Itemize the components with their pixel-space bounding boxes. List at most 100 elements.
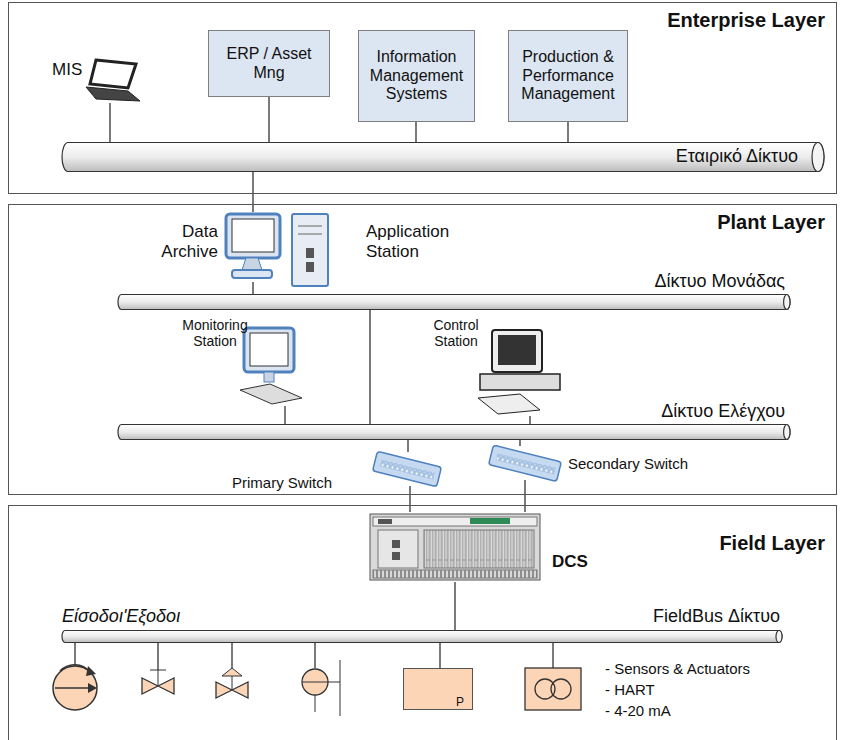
computer-icon bbox=[480, 374, 560, 390]
field-wires bbox=[552, 643, 553, 668]
monitor-icon bbox=[226, 214, 280, 258]
control-valve-symbol bbox=[232, 676, 233, 690]
node-label: Monitoring Station bbox=[172, 317, 258, 349]
network-link bbox=[369, 310, 370, 424]
network-link bbox=[529, 416, 530, 424]
server-icon bbox=[298, 226, 322, 227]
bus-pipe bbox=[776, 631, 782, 643]
dcs-rack bbox=[392, 540, 400, 548]
computer-icon bbox=[492, 330, 542, 372]
monitor-icon bbox=[240, 328, 302, 404]
io-label: Είσοδοι'Εξοδοι bbox=[62, 606, 180, 627]
network-switch: Secondary Switch bbox=[488, 446, 564, 480]
bus-pipe bbox=[118, 295, 790, 310]
computer-icon bbox=[478, 394, 540, 414]
network-link bbox=[407, 440, 408, 452]
field-wires bbox=[74, 643, 75, 666]
network-link bbox=[268, 97, 269, 142]
system-box: Production & Performance Management bbox=[508, 30, 628, 122]
transmitter-symbol bbox=[535, 679, 555, 699]
valve-symbol bbox=[150, 670, 166, 671]
monitor-icon bbox=[232, 219, 274, 252]
laptop-icon bbox=[86, 87, 140, 101]
dcs-rack bbox=[370, 514, 540, 580]
laptop-icon bbox=[86, 60, 140, 101]
bus-pipe bbox=[118, 294, 790, 310]
node-label: Data Archive bbox=[146, 222, 218, 261]
node-label: Control Station bbox=[420, 317, 492, 349]
pump-symbol bbox=[88, 683, 97, 693]
control-valve-symbol bbox=[222, 668, 242, 676]
network-switch bbox=[496, 453, 556, 474]
monitor-icon bbox=[242, 258, 262, 270]
bus-pipe bbox=[784, 295, 790, 310]
workstation-icon: Data Archive bbox=[224, 212, 284, 282]
field-wires bbox=[231, 643, 232, 668]
dcs-rack bbox=[378, 530, 418, 568]
node-label: Information Management Systems bbox=[363, 48, 470, 103]
server-icon bbox=[306, 262, 314, 272]
bus-pipe bbox=[62, 631, 782, 643]
field-wires bbox=[314, 643, 315, 668]
monitor-icon bbox=[226, 214, 280, 278]
layer-title: Plant Layer bbox=[601, 211, 825, 234]
dcs-rack bbox=[470, 518, 510, 524]
signal-note: - 4-20 mA bbox=[605, 702, 671, 719]
dcs-rack bbox=[373, 517, 537, 526]
monitor-icon bbox=[264, 372, 274, 382]
server-icon bbox=[292, 214, 328, 286]
network-switch bbox=[373, 451, 442, 486]
sensor-symbol bbox=[315, 695, 316, 712]
computer-icon bbox=[498, 335, 536, 365]
workstation-icon: Control Station bbox=[476, 328, 562, 416]
pump-symbol bbox=[86, 666, 96, 676]
pump-symbol bbox=[53, 666, 97, 710]
network-switch bbox=[489, 445, 562, 481]
sensor-symbol bbox=[302, 669, 328, 695]
control-valve-symbol bbox=[216, 668, 248, 698]
layer-title: Field Layer bbox=[601, 532, 825, 555]
bus-pipe bbox=[62, 630, 782, 643]
dcs-controller: DCS bbox=[370, 512, 540, 582]
server-icon: Application Station bbox=[290, 212, 330, 290]
monitor-icon bbox=[240, 384, 302, 404]
pump-symbol bbox=[53, 665, 97, 710]
valve-symbol bbox=[142, 670, 174, 694]
system-box: ERP / Asset Mng bbox=[208, 30, 330, 97]
layer-title: Enterprise Layer bbox=[601, 9, 825, 32]
monitor-icon bbox=[232, 270, 272, 278]
node-label: Δίκτυο Ελέγχου bbox=[540, 401, 785, 422]
node-label: DCS bbox=[552, 552, 612, 572]
transmitter-symbol bbox=[525, 668, 581, 710]
bus-pipe bbox=[118, 424, 790, 440]
layer-band: Plant LayerData ArchiveApplication Stati… bbox=[8, 204, 837, 495]
workstation-icon: MIS bbox=[85, 58, 141, 103]
transmitter-symbol bbox=[525, 668, 581, 710]
dcs-rack bbox=[392, 552, 400, 560]
valve-symbol bbox=[158, 670, 159, 686]
network-switch bbox=[489, 445, 562, 481]
dcs-rack bbox=[370, 514, 540, 580]
bus-pipe bbox=[784, 425, 790, 440]
node-label: Secondary Switch bbox=[568, 455, 708, 472]
field-wires bbox=[75, 643, 553, 670]
signal-note: - HART bbox=[605, 681, 655, 698]
network-bus: Δίκτυο Ελέγχου bbox=[118, 424, 790, 440]
node-label: ERP / Asset Mng bbox=[213, 45, 325, 82]
network-link bbox=[109, 103, 110, 142]
sensor-symbol bbox=[340, 660, 341, 716]
node-label: Application Station bbox=[366, 222, 466, 261]
bus-pipe bbox=[62, 143, 824, 172]
transmitter-symbol bbox=[551, 679, 571, 699]
laptop-icon bbox=[90, 60, 136, 88]
pump-symbol bbox=[55, 687, 88, 689]
server-icon bbox=[298, 234, 322, 235]
dcs-rack bbox=[424, 530, 534, 568]
layer-band: Enterprise LayerMIS ERP / Asset Mng Inform… bbox=[8, 2, 837, 194]
network-bus: Εταιρικό Δίκτυο bbox=[62, 142, 824, 172]
network-switch bbox=[380, 460, 435, 480]
network-link bbox=[519, 440, 520, 446]
network-link bbox=[439, 643, 440, 668]
